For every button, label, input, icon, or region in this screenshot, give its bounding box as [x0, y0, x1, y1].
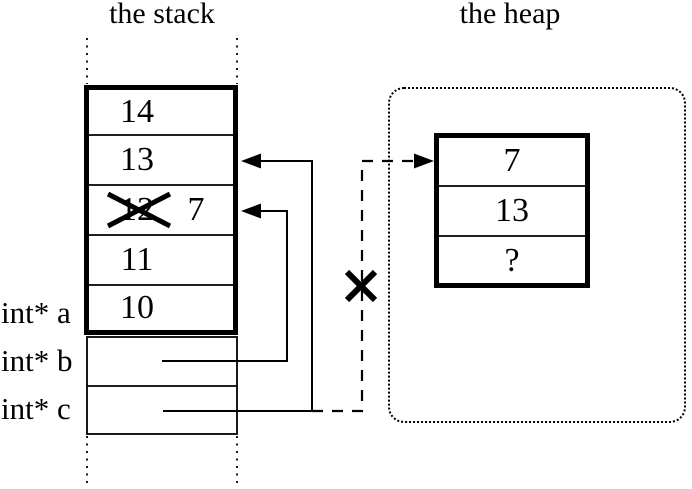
stack-cell-value-crossed-out: 12 [120, 191, 154, 228]
stack-cell-value: 14 [120, 93, 154, 130]
pointer-variable-cells [86, 336, 238, 435]
broken-link-x-icon [344, 269, 378, 303]
heap-cell-value: 13 [495, 192, 529, 229]
heap-cell-value: 7 [503, 142, 521, 179]
arrow-left-icon [241, 153, 261, 169]
pointer-cells-outline [86, 336, 238, 435]
stack-cell-value: 13 [120, 141, 154, 178]
pointer-label-int-b: int* b [1, 343, 73, 378]
stack-cell-value: 11 [120, 241, 154, 278]
stack-cell-value: 10 [120, 289, 154, 326]
pointer-label-int-c: int* c [1, 391, 71, 426]
stack-title: the stack [109, 0, 215, 30]
stack-cell-new-value: 7 [187, 191, 205, 228]
heap-allocation-box [434, 133, 590, 288]
heap-cell-value: ? [504, 242, 520, 279]
heap-title: the heap [459, 0, 561, 30]
arrow-left-icon [241, 203, 261, 219]
pointer-label-int-a: int* a [1, 295, 71, 330]
